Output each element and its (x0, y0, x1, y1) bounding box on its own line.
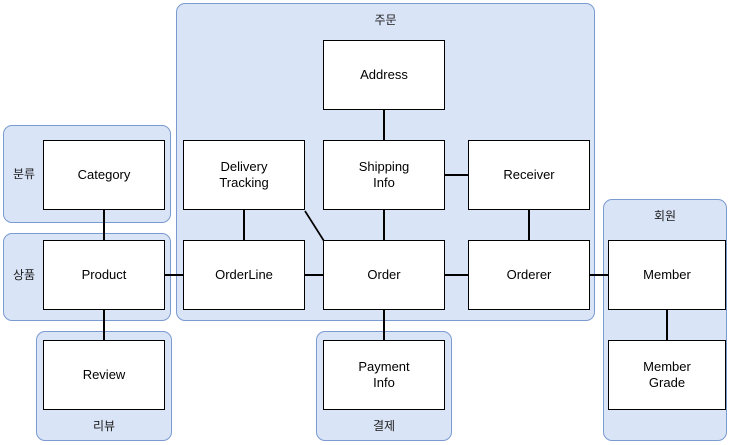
connector-order-line-order (304, 274, 324, 276)
entity-category[interactable]: Category (43, 140, 165, 210)
connector-order-payment-info (383, 310, 385, 341)
entity-member[interactable]: Member (608, 240, 726, 310)
entity-order[interactable]: Order (323, 240, 445, 310)
entity-member-grade[interactable]: Member Grade (608, 340, 726, 410)
connector-product-review (103, 310, 105, 341)
entity-delivery-tracking[interactable]: Delivery Tracking (183, 140, 305, 210)
connector-delivery-tracking-order-line (243, 210, 245, 241)
entity-orderer[interactable]: Orderer (468, 240, 590, 310)
group-label-product: 상품 (12, 268, 36, 282)
connector-category-product (103, 210, 105, 241)
connector-orderer-member (589, 274, 609, 276)
group-label-review: 리뷰 (92, 419, 116, 433)
entity-address[interactable]: Address (323, 40, 445, 110)
connector-shipping-info-order (383, 210, 385, 241)
group-label-order: 주문 (374, 13, 397, 27)
entity-product[interactable]: Product (43, 240, 165, 310)
entity-review[interactable]: Review (43, 340, 165, 410)
entity-receiver[interactable]: Receiver (468, 140, 590, 210)
group-label-payment: 결제 (372, 419, 396, 433)
connector-address-shipping-info (383, 110, 385, 141)
connector-receiver-orderer (528, 210, 530, 241)
connector-product-order-line (164, 274, 184, 276)
entity-order-line[interactable]: OrderLine (183, 240, 305, 310)
connector-shipping-info-receiver (444, 174, 469, 176)
entity-payment-info[interactable]: Payment Info (323, 340, 445, 410)
group-label-member: 회원 (653, 209, 677, 223)
group-label-category: 분류 (12, 167, 36, 181)
connector-order-orderer (444, 274, 469, 276)
entity-shipping-info[interactable]: Shipping Info (323, 140, 445, 210)
connector-member-member-grade (666, 310, 668, 341)
